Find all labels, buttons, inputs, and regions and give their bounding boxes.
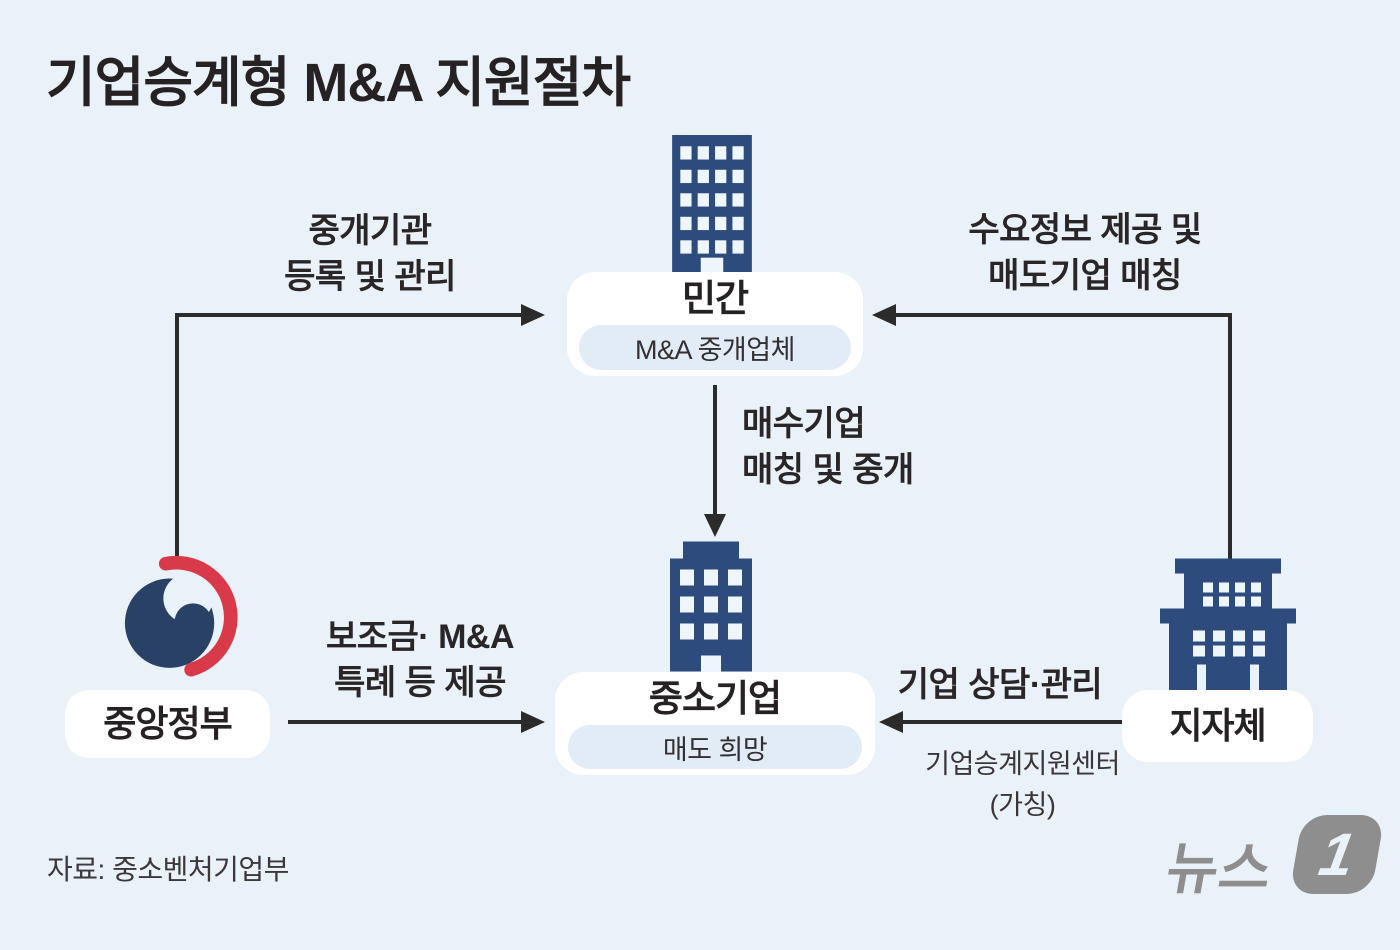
source-credit: 자료: 중소벤처기업부 bbox=[47, 854, 289, 885]
node-sme: 중소기업 매도 희망 bbox=[555, 672, 875, 775]
arrow-subsidy-head-icon bbox=[521, 711, 545, 733]
news1-numeral-badge: 1 bbox=[1289, 815, 1385, 894]
office-building-icon bbox=[672, 135, 752, 272]
node-private-title: 민간 bbox=[681, 278, 749, 319]
sme-building-icon bbox=[670, 541, 752, 672]
node-private-subtitle: M&A 중개업체 bbox=[579, 325, 851, 370]
news1-numeral: 1 bbox=[1314, 821, 1360, 888]
arrow-register-hline bbox=[175, 313, 525, 317]
arrow-consult-head-icon bbox=[879, 711, 903, 733]
news1-logo: 뉴스 1 bbox=[1160, 812, 1390, 907]
node-central-gov: 중앙정부 bbox=[65, 690, 270, 758]
page-title: 기업승계형 M&A 지원절차 bbox=[46, 53, 631, 113]
arrow-register-vline bbox=[175, 313, 179, 566]
node-sme-subtitle: 매도 희망 bbox=[568, 725, 862, 769]
arrow-match-head-icon bbox=[704, 514, 726, 537]
arrow-subsidy-label: 보조금· M&A 특례 등 제공 bbox=[325, 618, 515, 702]
node-private: 민간 M&A 중개업체 bbox=[567, 272, 863, 376]
arrow-consult-hline bbox=[893, 720, 1122, 724]
arrow-match-vline bbox=[713, 385, 717, 517]
arrow-register-label: 중개기관 등록 및 관리 bbox=[284, 212, 456, 296]
arrow-subsidy-hline bbox=[288, 720, 523, 724]
arrow-demand-label: 수요정보 제공 및 매도기업 매칭 bbox=[968, 211, 1202, 295]
arrow-consult-label: 기업 상담·관리 bbox=[897, 666, 1103, 704]
local-gov-building-icon bbox=[1160, 558, 1296, 691]
arrow-consult-note: 기업승계지원센터 (가칭) bbox=[925, 749, 1120, 820]
node-sme-title: 중소기업 bbox=[648, 678, 782, 719]
arrow-demand-hline bbox=[884, 313, 1232, 317]
node-central-gov-title: 중앙정부 bbox=[103, 703, 232, 744]
government-emblem-icon bbox=[124, 555, 238, 677]
arrow-match-label: 매수기업 매칭 및 중개 bbox=[742, 405, 914, 489]
arrow-demand-head-icon bbox=[872, 304, 896, 326]
node-local-gov-title: 지자체 bbox=[1169, 705, 1266, 746]
arrow-register-head-icon bbox=[521, 304, 545, 326]
node-local-gov: 지자체 bbox=[1122, 690, 1313, 762]
arrow-demand-vline bbox=[1228, 313, 1232, 560]
news1-wordmark: 뉴스 bbox=[1161, 837, 1278, 900]
